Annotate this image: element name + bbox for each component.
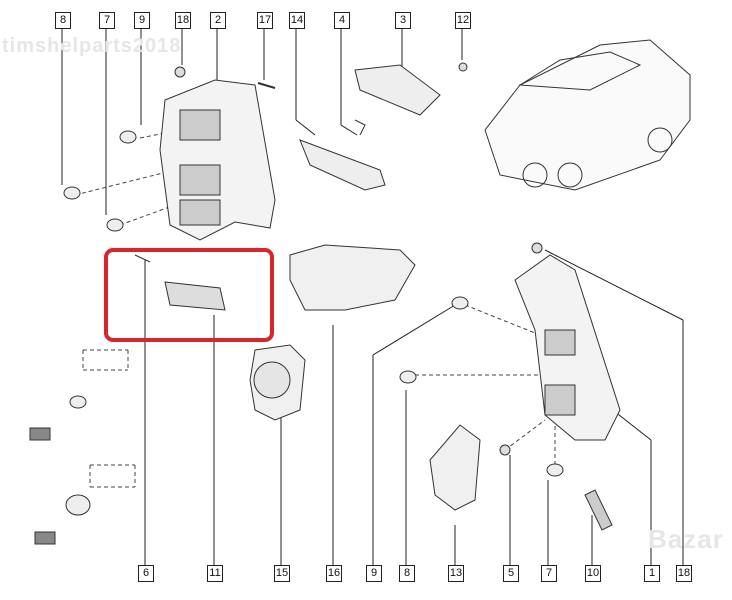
callout-16: 16 [326,565,342,582]
callout-8-bottom: 8 [399,565,415,582]
part-13-lamp [429,424,481,511]
callout-6: 6 [138,565,154,582]
callout-9-bottom: 9 [366,565,382,582]
callout-17: 17 [257,12,273,29]
callout-8: 8 [55,12,71,29]
callout-2: 2 [210,12,226,29]
highlight-box [104,248,274,342]
part-16-lamp [289,244,416,311]
watermark-text: timshelparts2018 [2,35,182,57]
callout-10: 10 [585,565,601,582]
callout-15: 15 [274,565,290,582]
car-illustration [484,39,691,191]
callout-7-bottom: 7 [541,565,557,582]
part-3-lamp [354,64,441,116]
callout-18: 18 [175,12,191,29]
callout-7: 7 [99,12,115,29]
callout-18-bottom: 18 [676,565,692,582]
callout-14: 14 [289,12,305,29]
watermark-logo: Bazar [648,524,724,554]
callout-5: 5 [503,565,519,582]
callout-13: 13 [448,565,464,582]
callout-9: 9 [134,12,150,29]
callout-11: 11 [207,565,223,582]
part-10-lamp [584,489,613,531]
part-11-lamp [164,281,226,311]
callout-1: 1 [644,565,660,582]
part-14-lamp [299,139,386,191]
callout-4: 4 [334,12,350,29]
leader-lines [61,28,684,566]
callout-12: 12 [455,12,471,29]
callout-3: 3 [395,12,411,29]
